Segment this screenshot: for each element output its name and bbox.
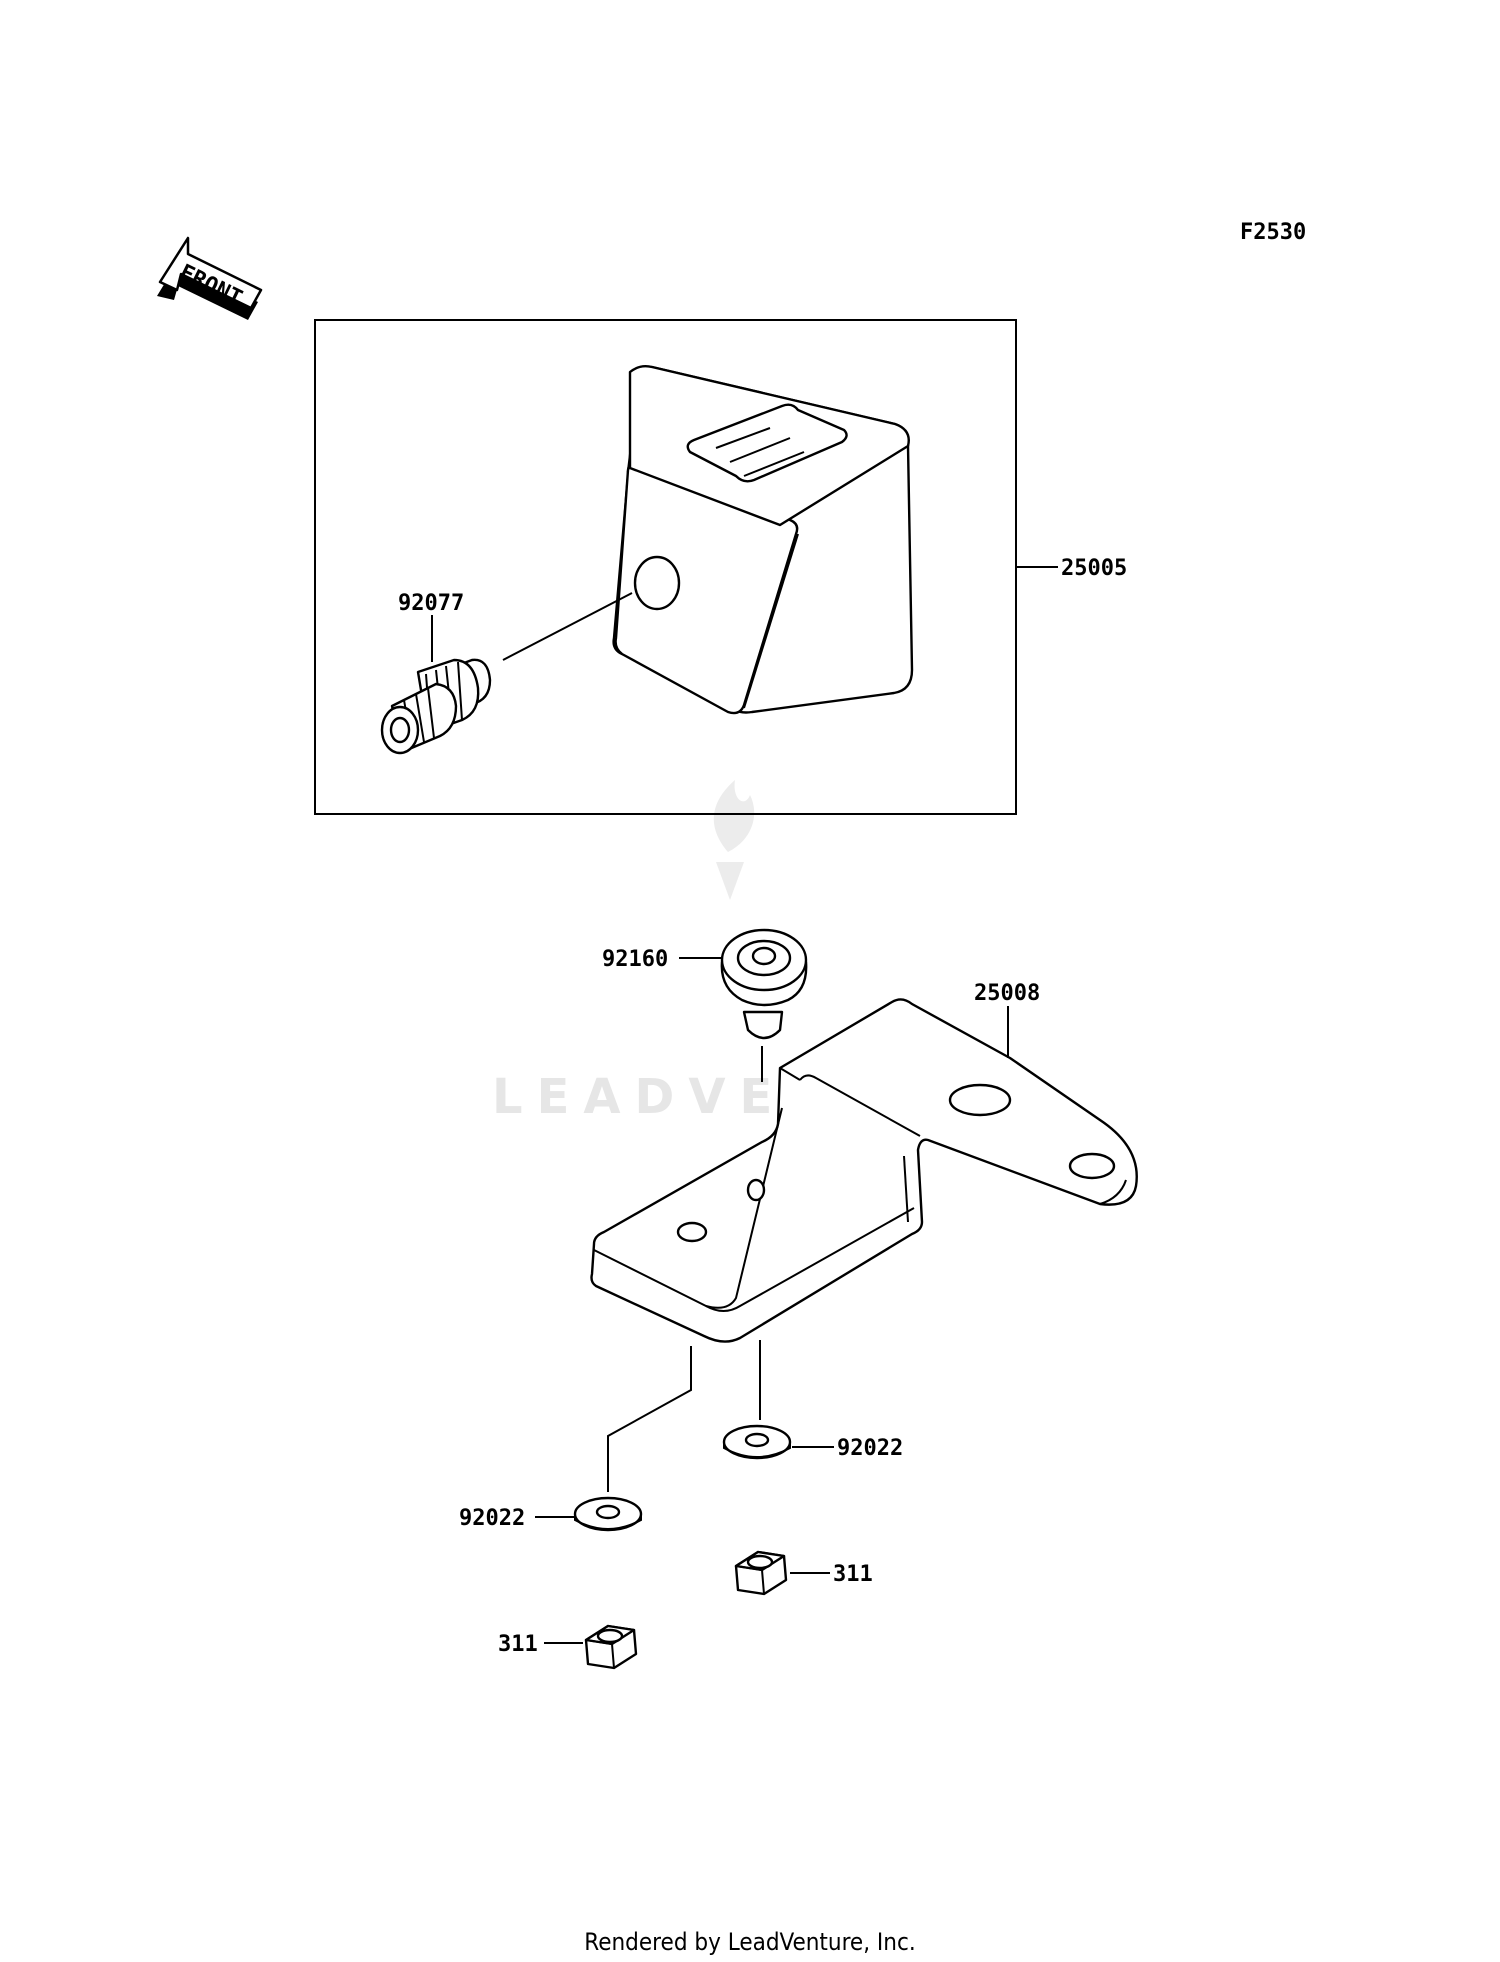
footer-credit: Rendered by LeadVenture, Inc.	[584, 1928, 915, 1956]
callout-25005: 25005	[1061, 556, 1127, 581]
bracket	[590, 998, 1138, 1343]
washer-right	[722, 1424, 792, 1460]
washer-left-line	[607, 1346, 692, 1492]
figure-code: F2530	[1240, 220, 1306, 245]
nut-right	[734, 1550, 788, 1596]
grommet	[720, 928, 808, 1040]
callout-92160: 92160	[602, 947, 668, 972]
callout-311-left: 311	[498, 1632, 538, 1657]
callout-92077: 92077	[398, 591, 464, 616]
front-arrow-icon: FRONT	[157, 236, 263, 320]
drive-gear	[380, 658, 492, 755]
callout-92022-right: 92022	[837, 1436, 903, 1461]
meter-housing	[612, 364, 914, 715]
callout-311-right: 311	[833, 1562, 873, 1587]
callout-25008: 25008	[974, 981, 1040, 1006]
meter-drive-line	[502, 592, 633, 661]
nut-left	[584, 1624, 638, 1670]
washer-left	[573, 1496, 643, 1532]
callout-92022-left: 92022	[459, 1506, 525, 1531]
